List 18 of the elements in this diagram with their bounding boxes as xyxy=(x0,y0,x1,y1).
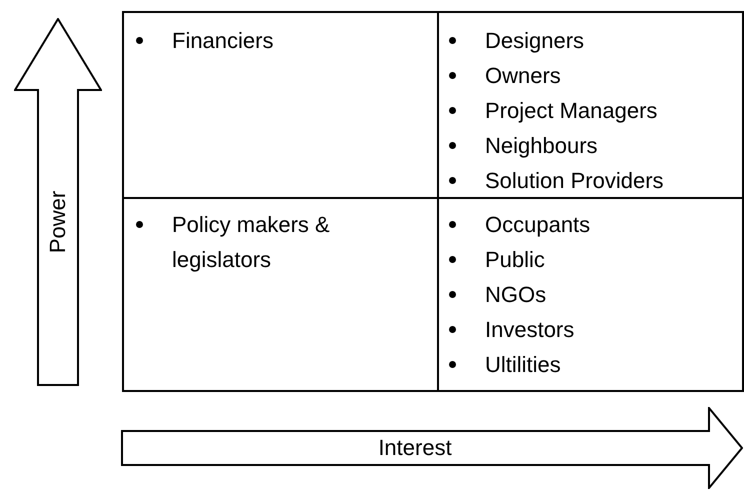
quadrant-cell xyxy=(437,197,744,392)
list-item: Neighbours xyxy=(485,133,598,158)
axis-label: Interest xyxy=(378,435,452,461)
list-item: Occupants xyxy=(485,212,590,237)
list-item: Investors xyxy=(485,317,574,342)
quadrant-cell xyxy=(437,11,744,199)
list-item: Solution Providers xyxy=(485,168,664,193)
axis-label: Power xyxy=(45,190,71,254)
list-item: Ultilities xyxy=(485,352,561,377)
list-item: Policy makers & legislators xyxy=(172,212,330,272)
quadrant-cell xyxy=(122,11,439,199)
list-item: NGOs xyxy=(485,282,546,307)
list-item: Project Managers xyxy=(485,98,658,123)
list-item: Public xyxy=(485,247,545,272)
list-item: Owners xyxy=(485,63,561,88)
list-item: Designers xyxy=(485,28,584,53)
list-item: Financiers xyxy=(172,28,274,53)
quadrant-cell xyxy=(122,197,439,392)
